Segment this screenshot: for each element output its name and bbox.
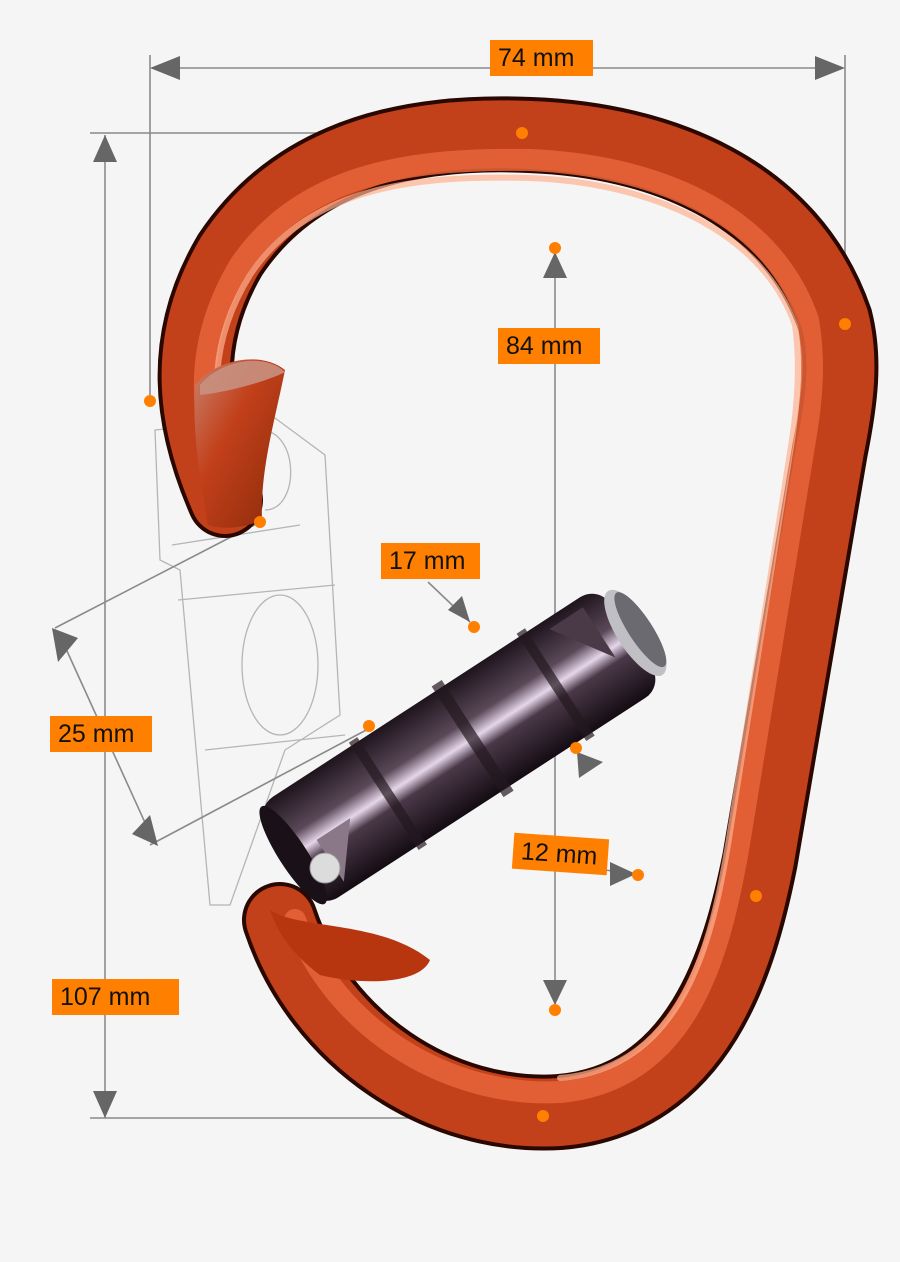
dimension-label-gate-opening: 25 mm (50, 716, 152, 752)
dimension-label-overall-height: 107 mm (52, 979, 179, 1015)
gate-pin (309, 852, 341, 884)
gate-hinge-tab (270, 910, 430, 982)
dimension-label-bar-diameter: 12 mm (511, 832, 610, 876)
carabiner-nose (194, 359, 285, 528)
dimension-label-inner-height: 84 mm (498, 328, 600, 364)
carabiner-frame (157, 96, 879, 1151)
dimension-label-sleeve-diameter: 17 mm (381, 543, 480, 579)
anchor-points (144, 127, 851, 1122)
gate-locking-sleeve (259, 589, 667, 905)
dimension-label-overall-width: 74 mm (490, 40, 593, 76)
open-gate-wireframe (154, 417, 346, 906)
